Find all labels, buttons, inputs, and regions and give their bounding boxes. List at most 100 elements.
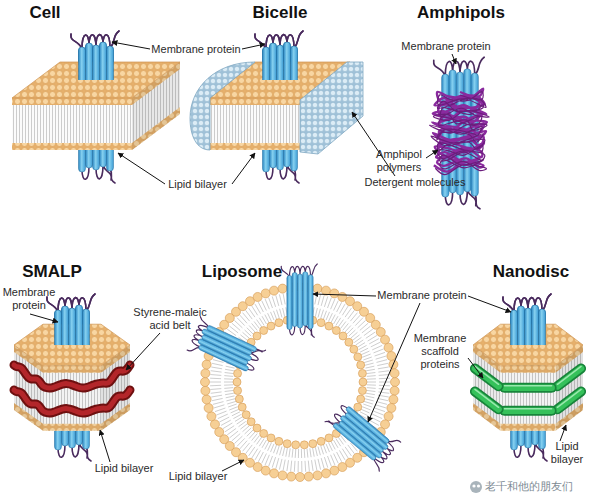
scaffold-tube-highlight bbox=[475, 366, 499, 384]
lipid-head bbox=[201, 369, 210, 378]
protein-top bbox=[503, 294, 551, 345]
panel-title: Nanodisc bbox=[486, 262, 576, 282]
leader-line bbox=[468, 358, 483, 378]
lipid-head bbox=[313, 471, 322, 480]
membrane-protein bbox=[323, 396, 402, 471]
amphipol-polymer bbox=[430, 92, 490, 175]
helix-cylinder bbox=[511, 310, 518, 345]
watermark: 老千和他的朋友们 bbox=[485, 480, 593, 493]
callout-label: Lipid bilayer bbox=[158, 470, 238, 483]
lipid-head bbox=[253, 332, 261, 340]
sma-belt bbox=[14, 365, 130, 388]
callout-label: Membrane protein bbox=[372, 289, 472, 302]
lipid-head bbox=[358, 387, 366, 395]
bilayer-side bbox=[43, 366, 101, 431]
lipid-head bbox=[207, 412, 216, 421]
callout-label: Detergent molecules bbox=[356, 176, 474, 189]
lipid-head bbox=[391, 378, 400, 387]
scaffold-tube-outline bbox=[557, 391, 581, 409]
scaffold-tube-outline bbox=[504, 383, 551, 393]
panel-title: Cell bbox=[10, 3, 80, 23]
leader-line bbox=[100, 430, 110, 462]
lipid-head bbox=[357, 361, 365, 369]
callout-label: Membrane protein bbox=[146, 43, 246, 56]
leader-line bbox=[468, 296, 511, 312]
lipid-head bbox=[202, 360, 211, 369]
protein-loops bbox=[71, 31, 119, 80]
helix-cylinder bbox=[532, 305, 539, 345]
lipid-head bbox=[278, 284, 287, 293]
helix-cylinder bbox=[86, 43, 93, 80]
lipid-head bbox=[339, 332, 347, 340]
membrane-protein bbox=[47, 294, 95, 345]
helix-cylinder bbox=[83, 309, 90, 345]
lipid-head bbox=[357, 395, 365, 403]
lipid-head bbox=[234, 387, 242, 395]
helix-cylinder bbox=[287, 276, 292, 330]
lipid-head bbox=[210, 420, 219, 429]
protein-loops bbox=[503, 294, 551, 345]
protein-site bbox=[281, 264, 317, 337]
helix-cylinder bbox=[518, 306, 525, 345]
lipid-head bbox=[359, 378, 367, 386]
lipid-head bbox=[309, 440, 317, 448]
liposome bbox=[185, 264, 402, 482]
callout-label: Lipid bilayer bbox=[542, 440, 592, 466]
leader-line bbox=[118, 153, 165, 184]
lipid-head bbox=[287, 472, 296, 481]
lipid-head bbox=[304, 472, 313, 481]
lipid-head bbox=[384, 412, 393, 421]
lipid-head bbox=[261, 466, 270, 475]
scaffold-tube-highlight bbox=[475, 389, 499, 407]
lipid-head bbox=[267, 322, 275, 330]
helix-cylinder bbox=[69, 308, 76, 345]
protein-loops bbox=[47, 294, 95, 345]
lipid-head bbox=[260, 327, 268, 335]
sma-belt-outline bbox=[14, 365, 130, 388]
helix-cylinder bbox=[292, 273, 297, 327]
membrane-protein bbox=[503, 294, 551, 345]
helix-cylinder bbox=[539, 309, 546, 345]
head-band bbox=[210, 98, 305, 105]
lipid-head bbox=[204, 403, 213, 412]
callout-label: Membrane protein bbox=[396, 40, 496, 53]
leader-line bbox=[222, 460, 244, 471]
helix-cylinder bbox=[277, 45, 284, 80]
protein-loops bbox=[255, 31, 303, 80]
lipid-head bbox=[235, 395, 243, 403]
helix-cylinder bbox=[332, 422, 377, 461]
leader-lines bbox=[30, 42, 566, 471]
side-shade bbox=[43, 366, 101, 431]
head-band bbox=[210, 143, 305, 150]
lipid-head bbox=[317, 319, 325, 327]
lipid-head bbox=[389, 395, 398, 404]
protein-site bbox=[323, 396, 402, 471]
head-band bbox=[12, 98, 132, 105]
bilayer-front bbox=[210, 98, 305, 150]
scaffold-tube bbox=[557, 368, 581, 386]
helix-cylinder bbox=[303, 272, 308, 326]
head-band bbox=[12, 143, 132, 150]
scaffold-tube bbox=[504, 385, 551, 392]
lipid-head bbox=[321, 469, 330, 478]
lipid-head bbox=[332, 327, 340, 335]
callout-label: Styrene-maleic acid belt bbox=[126, 306, 214, 332]
membrane-protein bbox=[255, 31, 303, 80]
leader-line bbox=[426, 150, 438, 158]
helix-cylinder bbox=[270, 43, 277, 80]
scaffold-tube-outline bbox=[475, 391, 499, 409]
lipid-head bbox=[253, 424, 261, 432]
lipid-head bbox=[233, 378, 241, 386]
callout-label: Lipid bilayer bbox=[155, 178, 240, 191]
callout-label: Membrane scaffold proteins bbox=[408, 332, 472, 371]
helix-cylinder bbox=[291, 46, 298, 80]
scaffold-tube-highlight bbox=[504, 408, 551, 410]
detergent-rim bbox=[300, 62, 363, 154]
lipid-head bbox=[260, 429, 268, 437]
helix-cylinder bbox=[297, 274, 302, 328]
protein-top bbox=[255, 31, 303, 80]
membrane-protein bbox=[281, 264, 317, 337]
lipid-head bbox=[313, 284, 322, 293]
nanodisc-panel bbox=[473, 294, 583, 461]
